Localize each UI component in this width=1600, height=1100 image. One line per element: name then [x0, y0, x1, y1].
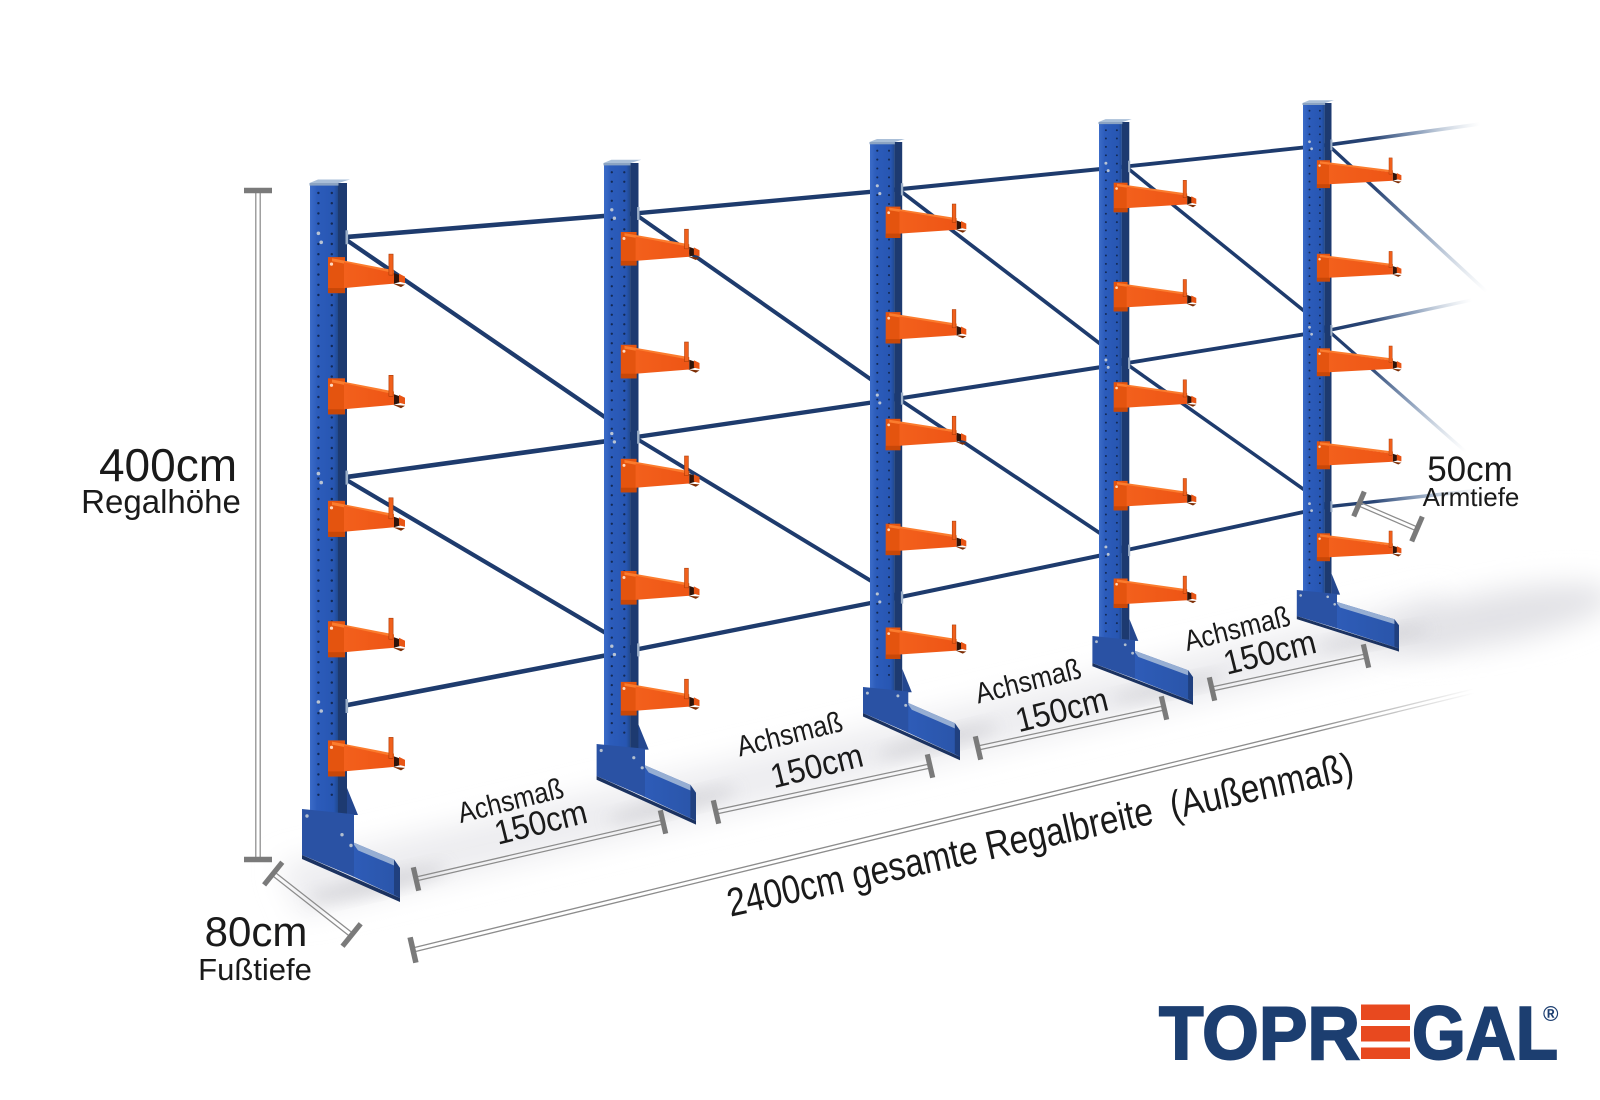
- svg-text:TOPR: TOPR: [1159, 991, 1360, 1075]
- svg-text:50cm: 50cm: [1427, 450, 1513, 489]
- svg-text:Fußtiefe: Fußtiefe: [198, 952, 312, 987]
- svg-text:80cm: 80cm: [205, 908, 308, 955]
- svg-text:®: ®: [1543, 1003, 1559, 1026]
- svg-text:400cm: 400cm: [99, 439, 237, 491]
- svg-text:Armtiefe: Armtiefe: [1423, 482, 1520, 512]
- svg-text:Regalhöhe: Regalhöhe: [81, 483, 241, 520]
- svg-text:GAL: GAL: [1412, 991, 1558, 1075]
